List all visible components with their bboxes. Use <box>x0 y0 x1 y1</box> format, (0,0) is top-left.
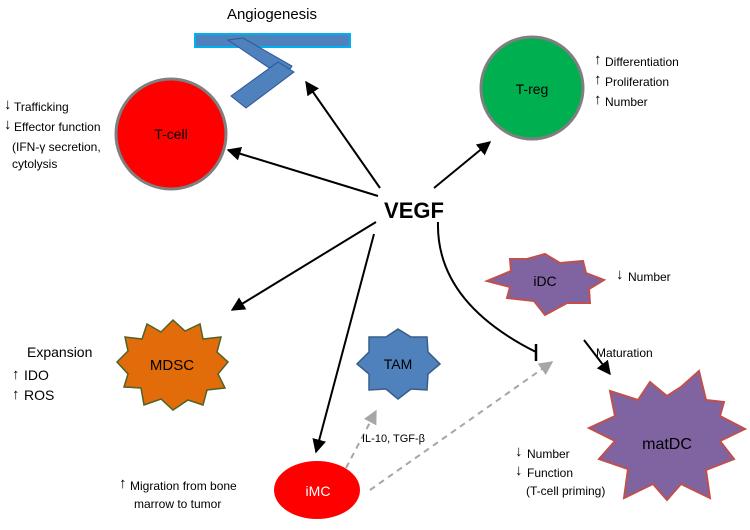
mdsc-notes: Expansion ↑ IDO ↑ ROS <box>12 344 92 403</box>
imc-note-2: marrow to tumor <box>134 497 221 511</box>
treg-node <box>479 35 585 141</box>
angiogenesis-title: Angiogenesis <box>227 6 317 23</box>
tcell-notes: ↓ Trafficking ↓ Effector function (IFN-γ… <box>4 96 101 171</box>
matdc-note-arrow-1: ↓ <box>515 443 523 460</box>
dashed-arrow-imc-to-matdc <box>369 361 554 491</box>
matdc-note-3: (T-cell priming) <box>526 484 605 498</box>
treg-notes: ↑ Differentiation ↑ Proliferation ↑ Numb… <box>594 51 679 109</box>
arrow-to-mdsc <box>230 221 377 311</box>
tcell-note-2: Effector function <box>14 120 101 134</box>
tam-node <box>355 328 442 400</box>
matdc-note-2: Function <box>527 466 573 480</box>
imc-note-arrow-1: ↑ <box>119 475 127 492</box>
mdsc-label: MDSC <box>150 357 194 374</box>
tcell-node <box>114 77 228 191</box>
matdc-notes: ↓ Number ↓ Function (T-cell priming) <box>515 443 605 498</box>
vegf-arrows <box>226 80 611 491</box>
arrow-to-angiogenesis <box>305 80 381 189</box>
arrow-to-tcell <box>226 147 379 197</box>
arrow-maturation <box>583 339 611 376</box>
imc-node <box>274 461 360 519</box>
mdsc-note-3: ROS <box>24 387 54 403</box>
tcell-note-arrow-2: ↓ <box>4 116 12 133</box>
treg-note-arrow-2: ↑ <box>594 71 602 88</box>
mdsc-note-arrow-2: ↑ <box>12 366 20 383</box>
idc-label: iDC <box>533 273 556 289</box>
tam-label: TAM <box>384 356 413 372</box>
mdsc-note-arrow-3: ↑ <box>12 386 20 403</box>
tcell-note-arrow-1: ↓ <box>4 96 12 113</box>
matdc-note-arrow-2: ↓ <box>515 462 523 479</box>
tcell-note-3: (IFN-γ secretion, <box>12 140 101 154</box>
idc-note-1: Number <box>628 270 671 284</box>
matdc-label: matDC <box>642 436 692 453</box>
treg-note-arrow-3: ↑ <box>594 91 602 108</box>
arrow-to-treg <box>433 141 492 189</box>
treg-note-3: Number <box>605 95 648 109</box>
tcell-note-1: Trafficking <box>14 100 69 114</box>
mdsc-node <box>115 318 230 411</box>
tcell-note-4: cytolysis <box>12 157 57 171</box>
matdc-node <box>586 369 748 502</box>
matdc-note-1: Number <box>527 447 570 461</box>
vessel-branch-lower-icon <box>230 61 295 109</box>
angiogenesis-vessel <box>194 33 351 109</box>
tcell-label: T-cell <box>154 126 187 142</box>
treg-note-arrow-1: ↑ <box>594 51 602 68</box>
maturation-label: Maturation <box>596 346 653 360</box>
mdsc-note-2: IDO <box>24 367 49 383</box>
treg-note-1: Differentiation <box>605 55 679 69</box>
inhibition-to-maturation <box>436 221 537 353</box>
mdsc-note-1: Expansion <box>27 344 92 360</box>
idc-node <box>483 252 607 317</box>
treg-note-2: Proliferation <box>605 75 669 89</box>
imc-notes: ↑ Migration from bone marrow to tumor <box>119 475 237 511</box>
treg-label: T-reg <box>516 81 549 97</box>
imc-note-1: Migration from bone <box>130 479 237 493</box>
imc-label: iMC <box>306 483 331 499</box>
idc-note-arrow-1: ↓ <box>616 266 624 283</box>
arrow-to-imc <box>312 233 375 454</box>
vessel-main-icon <box>194 33 351 48</box>
imc-cytokines: IL-10, TGF-β <box>362 433 425 445</box>
vegf-label: VEGF <box>384 198 444 223</box>
